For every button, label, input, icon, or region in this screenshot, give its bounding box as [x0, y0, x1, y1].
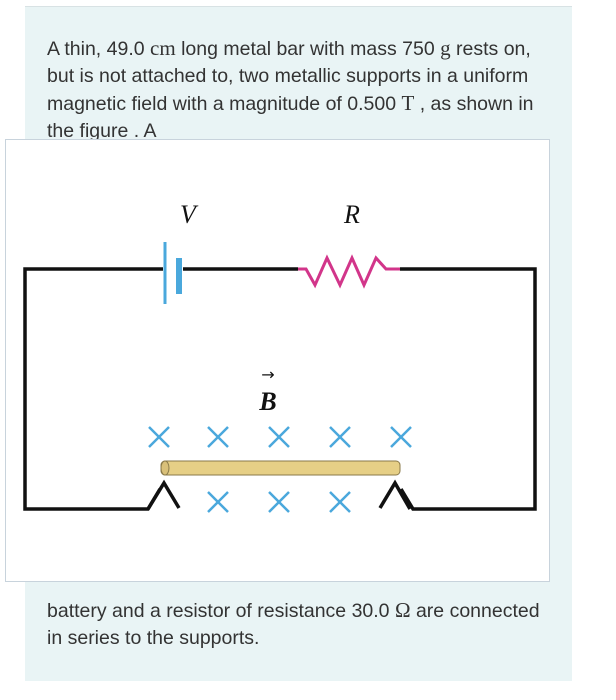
unit-tesla: T — [401, 91, 415, 115]
battery-label: V — [180, 200, 199, 229]
field-into-page-marker — [148, 426, 170, 448]
field-markers — [148, 426, 412, 513]
field-arrow: → — [261, 365, 274, 384]
continuation-text-2: are connected in series to the supports. — [47, 600, 540, 649]
metal-bar-end — [160, 460, 170, 476]
field-into-page-marker — [207, 426, 229, 448]
intro-text-1: A thin, 49.0 — [47, 38, 150, 60]
problem-intro-text: A thin, 49.0 cm long metal bar with mass… — [47, 35, 547, 145]
unit-ohm: Ω — [394, 598, 411, 622]
field-into-page-marker — [268, 491, 290, 513]
battery-short-plate — [176, 258, 182, 294]
field-into-page-marker — [329, 426, 351, 448]
circuit-diagram: V R → B — [23, 200, 537, 513]
field-into-page-marker — [390, 426, 412, 448]
field-into-page-marker — [329, 491, 351, 513]
resistor-zigzag — [298, 254, 400, 289]
resistor-label: R — [343, 200, 360, 229]
intro-text-2: long metal bar with mass 750 — [175, 38, 441, 60]
circuit-figure: V R → B — [5, 139, 550, 582]
problem-continuation-text: battery and a resistor of resistance 30.… — [47, 597, 547, 652]
metal-bar — [160, 460, 401, 476]
field-into-page-marker — [268, 426, 290, 448]
intro-text-4: , as shown in the figure . A — [47, 93, 534, 142]
intro-text-3: rests on, but is not attached to, two me… — [47, 38, 531, 115]
support-left — [146, 479, 181, 510]
unit-g: g — [440, 36, 451, 60]
wire-top-left — [23, 267, 163, 511]
unit-cm: cm — [150, 36, 176, 60]
continuation-text-1: battery and a resistor of resistance 30.… — [47, 600, 395, 622]
wire-top-right — [399, 267, 537, 511]
field-into-page-marker — [207, 491, 229, 513]
field-label: B — [258, 387, 276, 416]
support-right — [378, 479, 412, 510]
